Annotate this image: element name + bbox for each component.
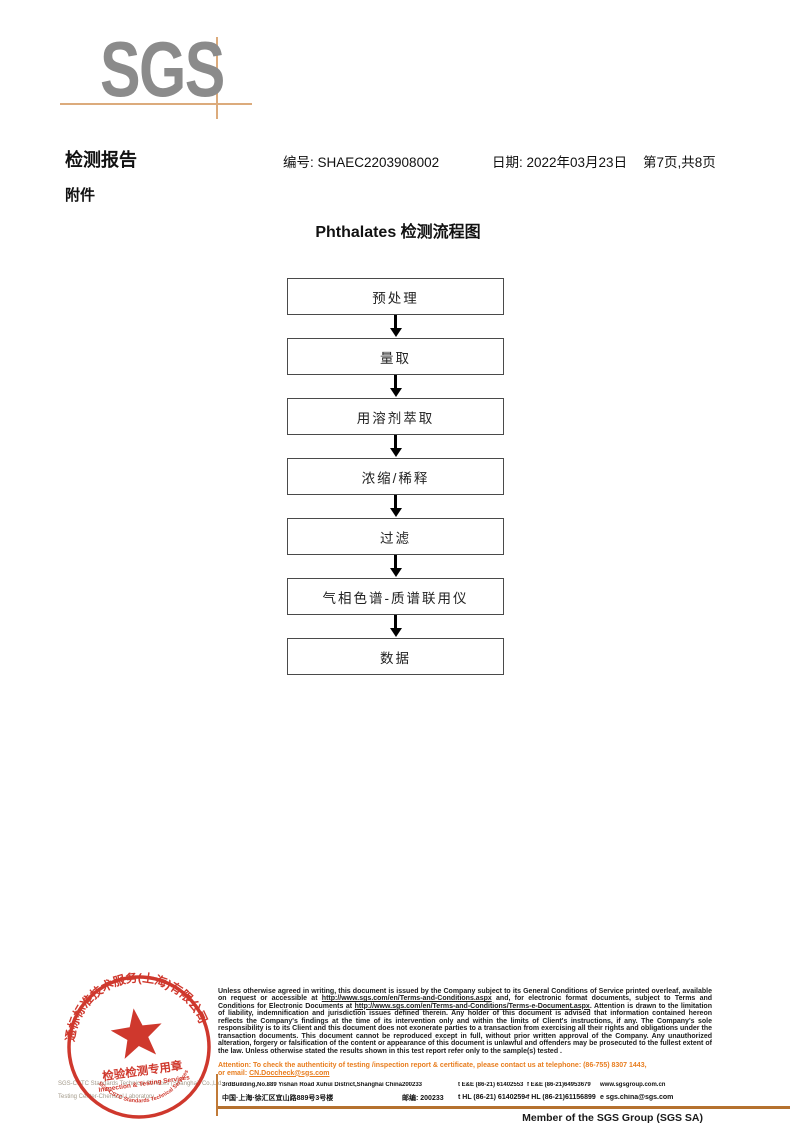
footer-horizontal-line xyxy=(217,1106,790,1109)
address-row-cn: 中国·上海·徐汇区宜山路889号3号楼 邮编: 200233 t HL (86-… xyxy=(222,1091,762,1104)
address-cn: 中国·上海·徐汇区宜山路889号3号楼 xyxy=(222,1094,334,1102)
flow-step-measure: 量取 xyxy=(287,338,504,375)
doccheck-email-link[interactable]: CN.Doccheck@sgs.com xyxy=(249,1069,330,1077)
sgs-group-member-label: Member of the SGS Group (SGS SA) xyxy=(522,1112,703,1124)
terms-conditions-link[interactable]: http://www.sgs.com/en/Terms-and-Conditio… xyxy=(321,995,492,1003)
attention-line2-label: or email: xyxy=(218,1069,250,1077)
disclaimer-part3: . Attention is drawn to the limitation o… xyxy=(218,1002,712,1055)
arrow-down-icon xyxy=(389,555,402,578)
logo-vertical-line xyxy=(216,37,218,119)
address-block: 3rdBuilding,No.889 Yishan Road Xuhui Dis… xyxy=(222,1078,762,1104)
arrow-down-icon xyxy=(389,435,402,458)
flow-step-pretreatment: 预处理 xyxy=(287,278,504,315)
postcode-en: 200233 xyxy=(402,1081,423,1088)
arrow-down-icon xyxy=(389,495,402,518)
arrow-down-icon xyxy=(389,375,402,398)
seal-ring xyxy=(67,975,211,1119)
attention-line1: Attention: To check the authenticity of … xyxy=(218,1062,647,1069)
logo-horizontal-line xyxy=(60,103,252,105)
telephone-en: t E&E (86-21) 61402553 xyxy=(458,1081,524,1088)
disclaimer-part1: Unless otherwise agreed in writing, this… xyxy=(218,988,712,1003)
star-icon xyxy=(110,1008,162,1059)
disclaimer-part2: and, for electronic format documents, su… xyxy=(218,995,713,1010)
terms-e-document-link[interactable]: http://www.sgs.com/en/Terms-and-Conditio… xyxy=(354,1002,590,1010)
website-link[interactable]: www.sgsgroup.com.cn xyxy=(600,1081,666,1088)
report-number: 编号: SHAEC2203908002 xyxy=(283,155,440,170)
flow-step-filter: 过滤 xyxy=(287,518,504,555)
flowchart: 预处理 量取 用溶剂萃取 浓缩/稀释 过滤 气相色谱-质谱联用仪 数据 xyxy=(287,278,504,675)
disclaimer-text: Unless otherwise agreed in writing, this… xyxy=(218,988,712,1055)
arrow-down-icon xyxy=(389,315,402,338)
fax-en: f E&E (86-21)64953679 xyxy=(527,1081,591,1088)
postcode-cn: 邮编: 200233 xyxy=(402,1094,444,1102)
report-title: 检测报告 xyxy=(65,150,137,170)
page-indicator: 第7页,共8页 xyxy=(643,155,716,170)
lab-name-en: Testing Center-Chemical Laboratory. xyxy=(58,1094,156,1100)
sgs-logo: SGS xyxy=(100,25,225,113)
flowchart-title: Phthalates 检测流程图 xyxy=(315,224,481,241)
email-link[interactable]: e sgs.china@sgs.com xyxy=(600,1094,674,1101)
flow-step-concentrate-dilute: 浓缩/稀释 xyxy=(287,458,504,495)
telephone-cn: t HL (86-21) 61402594 xyxy=(458,1094,527,1101)
address-row-en: 3rdBuilding,No.889 Yishan Road Xuhui Dis… xyxy=(222,1078,762,1091)
footer-vertical-line xyxy=(216,1074,218,1116)
report-date: 日期: 2022年03月23日 xyxy=(492,155,628,170)
fax-cn: f HL (86-21)61156899 xyxy=(527,1094,596,1101)
company-name-en: SGS-CSTC Standards Technical Services (S… xyxy=(58,1081,223,1087)
attachment-label: 附件 xyxy=(65,187,96,204)
attention-notice: Attention: To check the authenticity of … xyxy=(218,1062,712,1077)
address-en: 3rdBuilding,No.889 Yishan Road Xuhui Dis… xyxy=(222,1081,402,1088)
company-seal: 通标标准技术服务(上海)有限公司 SGS-CSTC Standards Tech… xyxy=(54,962,211,1119)
flow-step-gcms: 气相色谱-质谱联用仪 xyxy=(287,578,504,615)
flow-step-solvent-extraction: 用溶剂萃取 xyxy=(287,398,504,435)
flow-step-data: 数据 xyxy=(287,638,504,675)
arrow-down-icon xyxy=(389,615,402,638)
